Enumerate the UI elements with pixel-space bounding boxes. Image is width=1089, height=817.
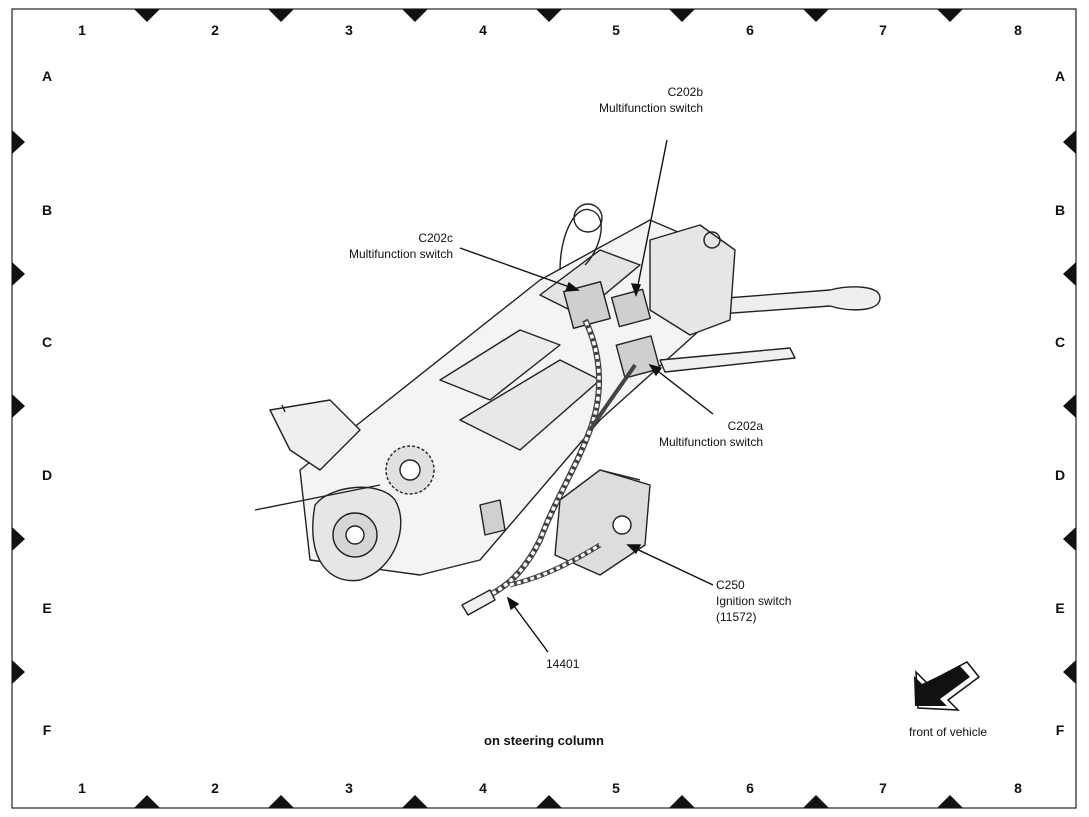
callout-name: Ignition switch [716, 594, 792, 608]
grid-col-label: 6 [746, 22, 754, 38]
orientation-label: front of vehicle [909, 725, 988, 739]
grid-col-label: 6 [746, 780, 754, 796]
grid-col-label: 7 [879, 22, 887, 38]
grid-row-label: B [1054, 202, 1066, 218]
grid-col-label: 1 [78, 780, 86, 796]
callout-code: C202c [418, 231, 453, 245]
top-markers [134, 9, 963, 22]
grid-col-label: 8 [1014, 780, 1022, 796]
grid-col-label: 3 [345, 22, 353, 38]
callout-14401: 14401 [546, 656, 579, 672]
grid-row-label: F [1055, 722, 1065, 738]
grid-row-label: D [41, 467, 53, 483]
grid-col-label: 5 [612, 780, 620, 796]
grid-row-label: C [41, 334, 53, 350]
grid-row-label: A [1054, 68, 1066, 84]
leader-c202c [459, 247, 579, 291]
steering-column-illustration [254, 203, 881, 616]
callout-code: C202b [667, 85, 703, 99]
callout-c202a: C202a Multifunction switch [620, 418, 763, 450]
callout-c202b: C202b Multifunction switch [560, 84, 703, 116]
grid-row-label: C [1054, 334, 1066, 350]
callout-code: C250 [716, 578, 745, 592]
grid-row-label: E [42, 600, 52, 616]
right-markers [1063, 130, 1076, 684]
grid-row-label: A [41, 68, 53, 84]
grid-col-label: 3 [345, 780, 353, 796]
grid-row-label: E [1055, 600, 1065, 616]
leader-lines [459, 139, 714, 653]
callout-c250: C250 Ignition switch (11572) [716, 577, 791, 625]
grid-col-label: 4 [479, 22, 487, 38]
bottom-markers [134, 795, 963, 808]
callout-c202c: C202c Multifunction switch [310, 230, 453, 262]
callout-code: 14401 [546, 657, 580, 671]
callout-name: Multifunction switch [658, 435, 763, 449]
grid-col-label: 2 [211, 780, 219, 796]
diagram-caption: on steering column [484, 733, 604, 748]
grid-col-label: 7 [879, 780, 887, 796]
callout-code: C202a [727, 419, 763, 433]
leader-c202b [635, 139, 668, 296]
leader-c202a [649, 364, 714, 415]
front-of-vehicle-arrow-icon [914, 661, 981, 711]
grid-col-label: 4 [479, 780, 487, 796]
callout-name: Multifunction switch [348, 247, 453, 261]
grid-col-label: 1 [78, 22, 86, 38]
grid-row-label: F [42, 722, 52, 738]
grid-col-label: 2 [211, 22, 219, 38]
callout-part-number: (11572) [716, 610, 757, 624]
grid-col-label: 8 [1014, 22, 1022, 38]
left-markers [12, 130, 25, 684]
leader-c250 [627, 544, 714, 586]
grid-row-label: D [1054, 467, 1066, 483]
callout-name: Multifunction switch [598, 101, 703, 115]
grid-row-label: B [41, 202, 53, 218]
grid-col-label: 5 [612, 22, 620, 38]
